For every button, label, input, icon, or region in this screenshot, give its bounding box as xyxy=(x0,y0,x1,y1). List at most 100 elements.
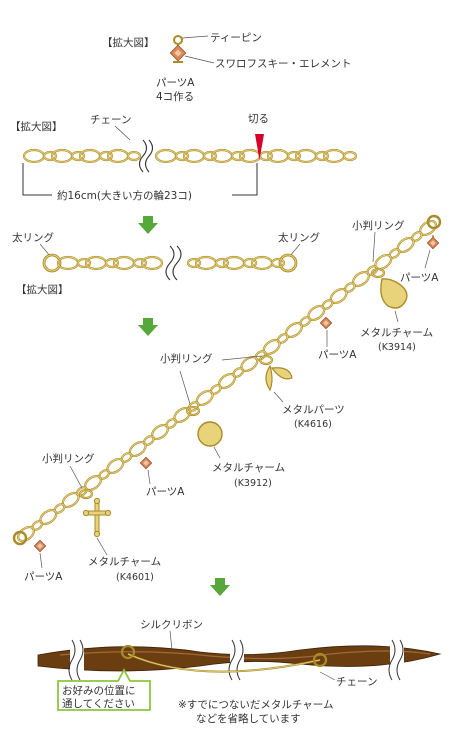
cut-mark-icon xyxy=(255,134,264,160)
section-assembled-bracelet: パーツA 小判リング メタルチャーム (K3914) パーツA 小判リング メタ… xyxy=(12,214,442,583)
chain-link-highlight xyxy=(231,151,245,161)
diagonal-chain xyxy=(17,219,437,543)
parts-a-bottom-icon xyxy=(33,539,47,553)
metal-charm-low-label: メタルチャーム xyxy=(88,556,161,568)
round-charm-ring-leader xyxy=(179,370,191,405)
chain-link-highlight xyxy=(315,151,329,161)
cut-label: 切る xyxy=(248,113,269,125)
callout-line-2: 通してください xyxy=(62,698,135,710)
metal-parts-code: (K4616) xyxy=(294,419,332,430)
chain-leader xyxy=(114,125,131,141)
chain-link-highlight xyxy=(141,256,163,270)
break-mark-1 xyxy=(138,139,148,173)
chain-link-highlight xyxy=(71,151,85,161)
thick-ring-left-leader xyxy=(39,243,51,257)
leaf-metal-parts-icon xyxy=(265,364,293,392)
chain-link-highlight xyxy=(105,258,119,268)
metal-parts-label: メタルパーツ xyxy=(282,404,345,416)
make-count-label: 4コ作る xyxy=(156,91,194,103)
small-ring-mid-leader xyxy=(221,355,263,361)
callout-line-1: お好みの位置に xyxy=(62,684,136,697)
down-arrow-1 xyxy=(138,216,158,234)
parts-a-bottom-label: パーツA xyxy=(24,571,63,583)
section-silk-ribbon: シルクリボン チェーン お好みの位置に 通してください ※すでにつないだメタルチ… xyxy=(37,619,442,725)
chain-link-highlight xyxy=(23,149,45,163)
section-thick-rings: 太リング 太リング 【拡大図】 xyxy=(12,231,320,296)
note-line-2: などを省略しています xyxy=(196,712,301,725)
section-parts-a: 【拡大図】 ティーピン スワロフスキー・エレメント パーツA 4コ作る xyxy=(102,32,352,103)
swarovski-leader xyxy=(184,55,215,64)
chain-link-highlight xyxy=(99,151,113,161)
silk-ribbon-leader xyxy=(169,630,173,651)
down-arrow-2 xyxy=(138,318,158,336)
parts-a-low-leader xyxy=(147,469,151,485)
chain-label: チェーン xyxy=(90,114,131,126)
chain-link-highlight xyxy=(155,149,177,163)
end-ring-top xyxy=(426,214,442,230)
metal-charm-mid-label: メタルチャーム xyxy=(212,462,285,474)
swarovski-label: スワロフスキー・エレメント xyxy=(215,58,352,70)
ribbon-break-3 xyxy=(390,640,404,680)
tpin-label: ティーピン xyxy=(210,32,262,44)
small-ring-mid-label: 小判リング xyxy=(160,352,213,365)
chain-link-highlight xyxy=(77,258,91,268)
chain-link-highlight xyxy=(17,526,35,542)
metal-charm-low-code: (K4601) xyxy=(116,572,154,583)
round-charm-icon xyxy=(197,421,223,447)
chain-link-highlight xyxy=(43,151,57,161)
parts-a-low-icon xyxy=(139,456,153,470)
chain-link-highlight xyxy=(175,151,189,161)
metal-charm-low-leader xyxy=(96,537,108,556)
break-mark-4 xyxy=(172,245,182,281)
chain-link-highlight xyxy=(187,258,201,268)
chain-long xyxy=(22,148,358,164)
parts-a-top-leader xyxy=(424,249,431,269)
thick-ring-left-highlight xyxy=(43,254,61,272)
position-callout: お好みの位置に 通してください xyxy=(57,668,151,711)
break-mark-2 xyxy=(144,139,154,173)
metal-charm-top-leader xyxy=(394,310,399,323)
section-chain-cut: 【拡大図】 チェーン 切る 約16cm(大きい方の輪23コ) xyxy=(10,113,358,202)
thick-ring-right-leader xyxy=(289,243,301,257)
small-ring-top-leader xyxy=(372,231,376,263)
tpin-leader xyxy=(181,35,209,39)
small-ring-low-label: 小判リング xyxy=(42,452,95,465)
metal-charm-mid-code: (K3912) xyxy=(234,478,272,489)
parts-a-low-label: パーツA xyxy=(146,486,185,498)
enlarged-label-2: 【拡大図】 xyxy=(10,120,63,133)
small-ring-low-leader xyxy=(69,465,83,489)
thick-ring-on-ribbon-right xyxy=(312,652,328,668)
parts-a-mid-icon xyxy=(319,316,333,330)
chain-link-highlight xyxy=(243,258,257,268)
chain-link-highlight xyxy=(203,151,217,161)
enlarged-label-3: 【拡大図】 xyxy=(16,283,69,296)
metal-parts-leader xyxy=(273,391,284,403)
chain-5-label: チェーン xyxy=(336,676,377,688)
teardrop-charm-icon xyxy=(380,278,408,309)
parts-a-top-label: パーツA xyxy=(400,272,439,284)
chain-link-highlight xyxy=(215,258,229,268)
chain-5-leader xyxy=(319,671,336,681)
thick-ring-left-label: 太リング xyxy=(12,231,54,244)
chain-link-highlight xyxy=(287,151,301,161)
metal-charm-mid-leader xyxy=(213,446,221,459)
metal-charm-top-label: メタルチャーム xyxy=(360,327,433,339)
small-ring-top-label: 小判リング xyxy=(352,219,405,232)
chain-link-highlight xyxy=(343,151,357,161)
parts-a-mid-label: パーツA xyxy=(318,349,357,361)
break-mark-3 xyxy=(165,245,175,281)
ribbon-break-2 xyxy=(230,640,244,680)
enlarged-label-1: 【拡大図】 xyxy=(102,36,155,49)
thick-ring-right-label: 太リング xyxy=(278,231,320,244)
chain-link-highlight xyxy=(133,258,147,268)
parts-a-top-icon xyxy=(426,236,440,250)
thick-ring-right-highlight xyxy=(279,254,297,272)
thick-ring-on-ribbon xyxy=(120,644,136,660)
parts-a-label: パーツA xyxy=(156,77,195,89)
silk-ribbon-label: シルクリボン xyxy=(140,619,203,631)
chain-with-rings xyxy=(56,255,286,271)
down-arrow-3 xyxy=(210,578,230,596)
metal-charm-top-code: (K3914) xyxy=(378,342,416,353)
parts-a-bottom-leader xyxy=(39,552,43,569)
